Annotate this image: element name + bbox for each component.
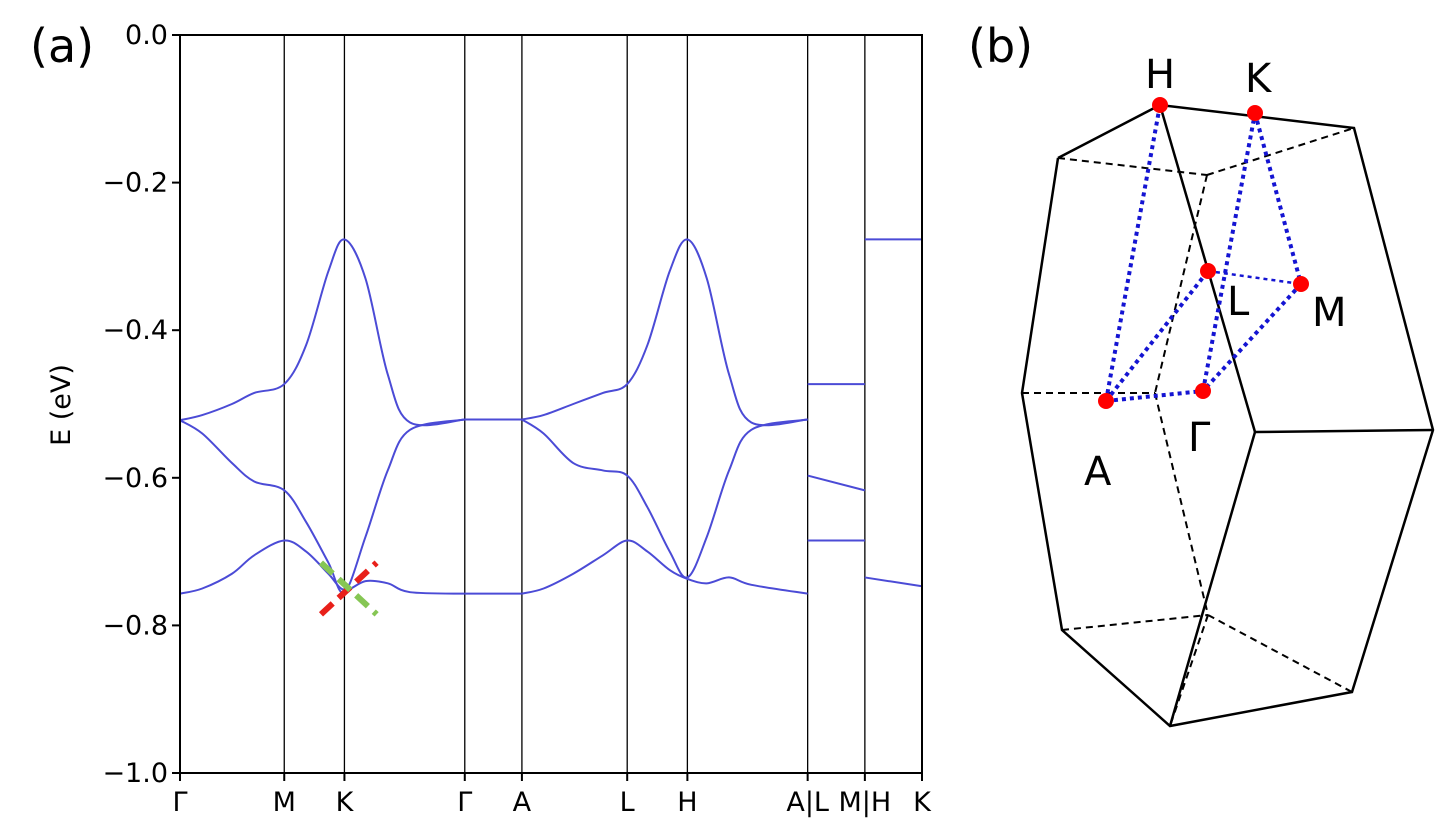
panel-label-a: (a): [30, 19, 94, 73]
label-M: M: [1312, 290, 1347, 336]
point-M: [1293, 276, 1309, 292]
x-tick-label: M: [273, 787, 296, 818]
x-tick-label: L: [620, 787, 635, 818]
x-tick-label: H: [677, 787, 697, 818]
y-tick-label: −0.6: [102, 463, 168, 494]
kpath-vertical-lines: [283, 35, 866, 773]
x-tick-label: A: [513, 787, 532, 818]
bz-hidden-edges: [1022, 127, 1355, 727]
band-line: [179, 539, 465, 595]
plot-frame: [179, 34, 923, 774]
band-lines: [179, 238, 923, 595]
point-A: [1098, 393, 1114, 409]
label-Gamma: Γ: [1188, 415, 1211, 461]
x-axis-ticks: Γ M K Γ A L H A|L M|H K: [172, 773, 932, 818]
y-axis-ticks: 0.0 −0.2 −0.4 −0.6 −0.8 −1.0: [102, 20, 180, 789]
band-line: [864, 576, 923, 588]
bz-kpath: [1104, 104, 1303, 403]
point-L: [1200, 263, 1216, 279]
y-axis-label: E (eV): [46, 364, 77, 446]
band-line: [521, 539, 808, 595]
x-tick-label: Γ: [457, 787, 472, 818]
y-tick-label: −1.0: [102, 758, 168, 789]
band-line: [521, 238, 808, 427]
band-line: [807, 474, 866, 492]
y-tick-label: −0.2: [102, 168, 168, 199]
bz-solid-edges: [1020, 103, 1435, 728]
bz-points: [1098, 97, 1309, 409]
x-tick-label: A|L: [786, 787, 829, 818]
band-line: [179, 418, 465, 594]
y-tick-label: −0.8: [102, 610, 168, 641]
label-K: K: [1245, 56, 1273, 102]
band-structure-chart: 0.0 −0.2 −0.4 −0.6 −0.8 −1.0 Γ M K Γ A L H A|L M|H K E…: [46, 20, 932, 818]
crossing-annotation-line: [318, 560, 379, 617]
point-K: [1247, 105, 1263, 121]
x-tick-label: K: [336, 787, 355, 818]
y-tick-label: 0.0: [125, 20, 168, 51]
x-tick-label: K: [913, 787, 932, 818]
label-H: H: [1145, 52, 1175, 98]
brillouin-zone-diagram: H K L M A Γ: [1020, 52, 1435, 728]
y-tick-label: −0.4: [102, 315, 168, 346]
band-line: [521, 418, 808, 579]
x-tick-label: Γ: [172, 787, 187, 818]
x-tick-label: M|H: [839, 787, 892, 818]
point-Gamma: [1195, 383, 1211, 399]
band-crossing-annotations: [318, 560, 379, 617]
point-H: [1152, 97, 1168, 113]
panel-label-b: (b): [968, 19, 1033, 73]
band-line: [179, 238, 465, 427]
label-A: A: [1084, 449, 1112, 495]
label-L: L: [1227, 279, 1250, 325]
